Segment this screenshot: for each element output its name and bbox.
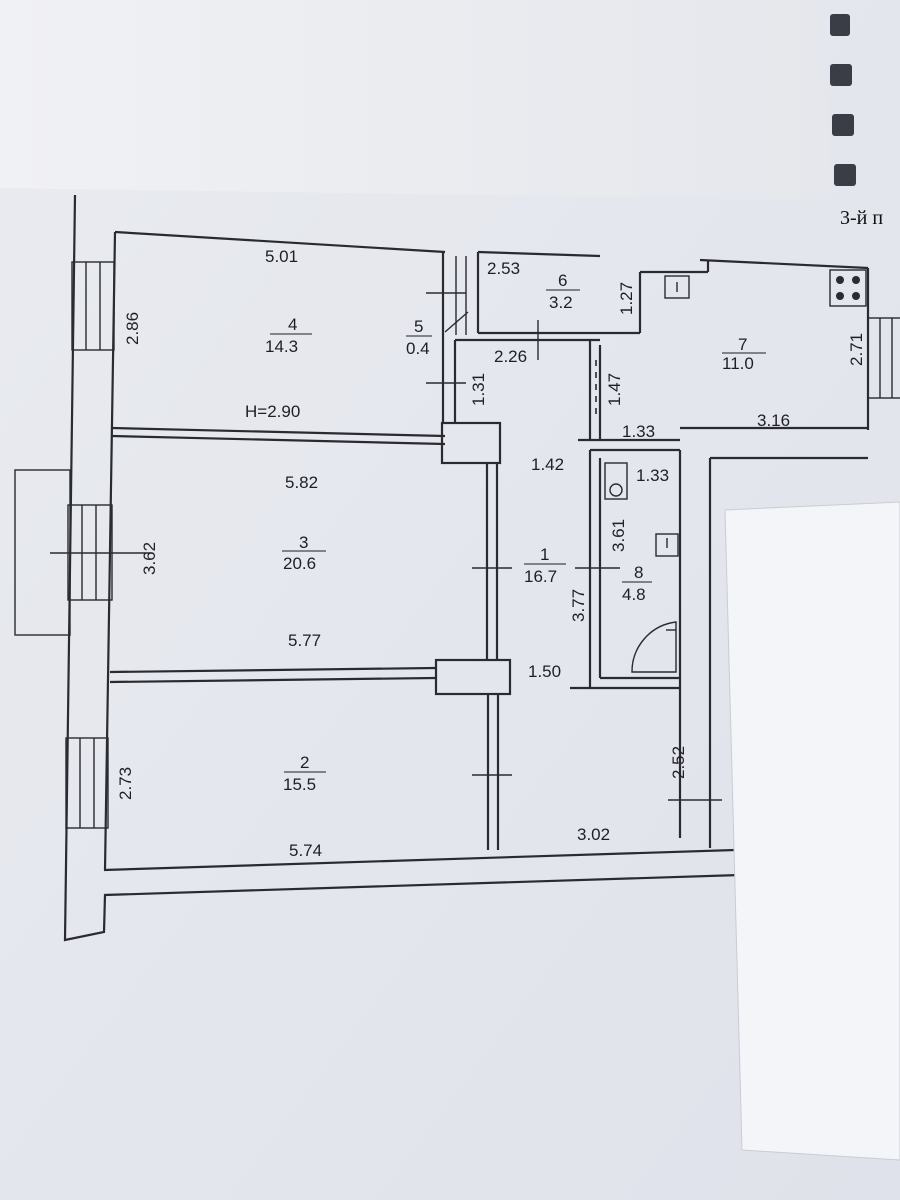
shower-icon <box>631 621 677 673</box>
dim-hall-height: 3.77 <box>569 589 588 622</box>
sink-icon <box>664 275 690 299</box>
dim-r3-height: 3.62 <box>140 542 159 575</box>
toilet-icon <box>604 462 628 500</box>
room-6-number: 6 <box>558 271 567 290</box>
dim-kitchen-door: 1.47 <box>605 373 624 406</box>
interior-walls <box>109 250 868 850</box>
room-1-area: 16.7 <box>524 567 557 586</box>
room5-cabinet <box>444 256 469 335</box>
dim-r4-height: 2.86 <box>123 312 142 345</box>
dim-hall-bottom: 3.02 <box>577 825 610 844</box>
window-room4 <box>71 261 115 351</box>
dim-r3-top: 5.82 <box>285 473 318 492</box>
dim-r2-height: 2.73 <box>116 767 135 800</box>
dim-r4-width: 5.01 <box>265 247 298 266</box>
ceiling-height: H=2.90 <box>245 402 300 421</box>
dim-r6-width: 2.53 <box>487 259 520 278</box>
room-4-area: 14.3 <box>265 337 298 356</box>
room-3-number: 3 <box>299 533 308 552</box>
room-2-area: 15.5 <box>283 775 316 794</box>
room-labels: 4 14.3 5 0.4 6 3.2 7 11.0 3 20.6 1 16.7 … <box>265 271 766 794</box>
dim-corr-left: 1.31 <box>469 373 488 406</box>
room-1-number: 1 <box>540 545 549 564</box>
top-paper-sheet <box>0 0 832 200</box>
room-2-number: 2 <box>300 753 309 772</box>
dim-hall-top: 1.42 <box>531 455 564 474</box>
dim-r6-height: 1.27 <box>617 282 636 315</box>
room-5-area: 0.4 <box>406 339 430 358</box>
room-8-number: 8 <box>634 563 643 582</box>
window-kitchen <box>867 317 900 399</box>
room-8-area: 4.8 <box>622 585 646 604</box>
room-7-number: 7 <box>738 335 747 354</box>
dimension-labels: 5.01 2.86 H=2.90 2.53 1.27 2.26 1.31 1.4… <box>116 247 866 860</box>
spiral-holes <box>830 14 856 186</box>
bath-sink-icon <box>655 533 679 557</box>
dim-r3-bottom: 5.77 <box>288 631 321 650</box>
dim-kitchen-height: 2.71 <box>847 333 866 366</box>
floor-heading: 3-й п <box>840 207 883 229</box>
dim-r2-bottom: 5.74 <box>289 841 322 860</box>
dimension-ticks <box>426 292 722 801</box>
room-7-area: 11.0 <box>722 354 754 373</box>
room-6-area: 3.2 <box>549 293 573 312</box>
dim-hall-mid: 1.50 <box>528 662 561 681</box>
stove-icon <box>829 269 867 307</box>
room-4-number: 4 <box>288 315 297 334</box>
dim-right-height: 2.52 <box>669 746 688 779</box>
dim-r5: 2.26 <box>494 347 527 366</box>
dim-kitchen-bottom: 3.16 <box>757 411 790 430</box>
overlapping-paper-right <box>724 501 900 1161</box>
dim-wc-height: 3.61 <box>609 519 628 552</box>
dim-kitchen-bottom-left: 1.33 <box>622 422 655 441</box>
room-5-number: 5 <box>414 317 423 336</box>
window-room2 <box>65 737 109 829</box>
dim-wc-width: 1.33 <box>636 466 669 485</box>
room-3-area: 20.6 <box>283 554 316 573</box>
window-room3 <box>14 469 150 636</box>
